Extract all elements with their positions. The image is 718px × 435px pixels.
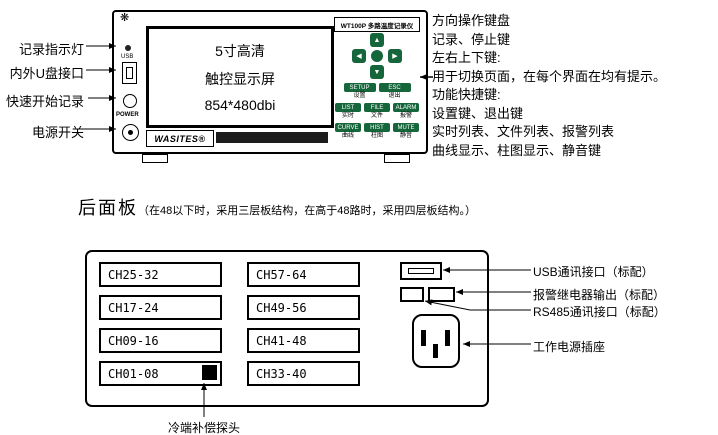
relay-output-port xyxy=(428,287,455,302)
curve-key-sub: 曲线 xyxy=(341,133,354,139)
usb-comm-port-slot xyxy=(408,268,434,274)
description-line-4: 用于切换页面，在每个界面在均有提示。 xyxy=(432,68,667,84)
socket-slot-right xyxy=(445,330,450,346)
channel-label: CH49-56 xyxy=(256,300,307,315)
device-front-panel: ❋ USB POWER 5寸高清 触控显示屏 854*480dbi WASITE… xyxy=(112,10,428,154)
label-cold-junction-probe: 冷端补偿探头 xyxy=(167,421,240,435)
setup-key-label: SETUP xyxy=(343,83,376,92)
channel-block-ch57-64: CH57-64 xyxy=(247,262,360,287)
touch-screen: 5寸高清 触控显示屏 854*480dbi xyxy=(146,26,334,128)
socket-slot-left xyxy=(421,330,426,346)
rear-panel-title: 后面板 xyxy=(78,198,138,218)
usb-port-label: USB xyxy=(121,54,134,60)
rear-panel-note: （在48以下时，采用三层板结构，在高于48路时，采用四层板结构。） xyxy=(138,205,476,217)
channel-block-ch17-24: CH17-24 xyxy=(99,295,222,320)
label-record-indicator: 记录指示灯 xyxy=(18,42,84,57)
setup-key: SETUP 设置 xyxy=(343,83,376,99)
rear-panel-heading: 后面板（在48以下时，采用三层板结构，在高于48路时，采用四层板结构。） xyxy=(78,194,476,220)
esc-key-label: ESC xyxy=(378,83,411,92)
arrow-pad: ▲ ◀ ▶ ▼ xyxy=(349,33,405,79)
channel-label: CH01-08 xyxy=(108,366,159,381)
mute-key: MUTE 静音 xyxy=(393,123,419,139)
description-line-3: 左右上下键: xyxy=(432,50,501,65)
brand-strip xyxy=(216,132,328,143)
brand-badge: WASITES® xyxy=(146,130,214,147)
power-socket xyxy=(412,314,460,368)
label-rs485: RS485通讯接口（标配） xyxy=(533,305,666,319)
power-label: POWER xyxy=(116,112,139,118)
bar-key-label: HIST xyxy=(364,123,390,132)
rs485-port xyxy=(400,287,424,302)
channel-block-ch01-08: CH01-08 xyxy=(99,361,222,386)
socket-slot-center xyxy=(433,344,438,358)
usb-port xyxy=(122,62,137,84)
up-arrow-key: ▲ xyxy=(370,33,384,47)
screen-line-2: 触控显示屏 xyxy=(205,71,275,87)
file-key: FILE 文件 xyxy=(364,103,390,119)
screen-line-3: 854*480dbi xyxy=(204,97,276,113)
list-key-sub: 实时 xyxy=(341,113,354,119)
label-power-switch: 电源开关 xyxy=(31,125,84,140)
curve-key-label: CURVE xyxy=(335,123,361,132)
channel-label: CH25-32 xyxy=(108,267,159,282)
brand-logo-icon: ❋ xyxy=(120,12,130,24)
mute-key-sub: 静音 xyxy=(399,133,412,139)
channel-label: CH17-24 xyxy=(108,300,159,315)
model-label: WT100P 多路温度记录仪 xyxy=(334,17,420,32)
channel-block-ch41-48: CH41-48 xyxy=(247,328,360,353)
channel-label: CH09-16 xyxy=(108,333,159,348)
record-indicator-led xyxy=(125,45,131,51)
file-key-label: FILE xyxy=(364,103,390,112)
channel-block-ch25-32: CH25-32 xyxy=(99,262,222,287)
curve-key: CURVE 曲线 xyxy=(335,123,361,139)
alarm-key: ALARM 报警 xyxy=(393,103,419,119)
description-line-1: 方向操作键盘 xyxy=(432,13,511,28)
setup-key-sub: 设置 xyxy=(353,93,366,99)
down-arrow-key: ▼ xyxy=(370,65,384,79)
label-usb-comm: USB通讯接口（标配） xyxy=(533,265,654,279)
device-foot-right xyxy=(384,154,410,163)
description-line-6: 设置键、退出键 xyxy=(432,105,524,121)
bar-key-sub: 柱图 xyxy=(370,133,383,139)
description-line-2: 记录、停止键 xyxy=(432,31,511,47)
list-key-label: LIST xyxy=(335,103,361,112)
quick-record-button xyxy=(123,94,137,108)
label-usb-interface: 内外U盘接口 xyxy=(9,66,84,81)
esc-key: ESC 退出 xyxy=(378,83,411,99)
usb-port-slot xyxy=(125,67,133,79)
power-switch xyxy=(122,124,139,141)
description-line-8: 曲线显示、柱图显示、静音键 xyxy=(432,142,602,158)
channel-label: CH33-40 xyxy=(256,366,307,381)
right-arrow-key: ▶ xyxy=(388,49,402,63)
file-key-sub: 文件 xyxy=(370,113,383,119)
keypad-panel: WT100P 多路温度记录仪 ▲ ◀ ▶ ▼ SETUP 设置 ESC 退出 xyxy=(334,17,420,145)
channel-block-ch09-16: CH09-16 xyxy=(99,328,222,353)
label-relay-output: 报警继电器输出（标配） xyxy=(533,288,666,302)
enter-key xyxy=(371,50,383,62)
description-line-7: 实时列表、文件列表、报警列表 xyxy=(432,124,615,139)
esc-key-sub: 退出 xyxy=(388,93,401,99)
front-panel-description: 方向操作键盘 记录、停止键 左右上下键: 用于切换页面，在每个界面在均有提示。 … xyxy=(432,12,718,160)
description-line-5: 功能快捷键: xyxy=(432,87,501,102)
left-arrow-key: ◀ xyxy=(352,49,366,63)
usb-comm-port xyxy=(400,262,442,280)
alarm-key-label: ALARM xyxy=(393,103,419,112)
device-foot-left xyxy=(142,154,168,163)
channel-label: CH57-64 xyxy=(256,267,307,282)
screen-line-1: 5寸高清 xyxy=(215,43,265,59)
list-key: LIST 实时 xyxy=(335,103,361,119)
channel-label: CH41-48 xyxy=(256,333,307,348)
bar-key: HIST 柱图 xyxy=(364,123,390,139)
channel-block-ch49-56: CH49-56 xyxy=(247,295,360,320)
cold-junction-probe xyxy=(202,365,217,380)
channel-block-ch33-40: CH33-40 xyxy=(247,361,360,386)
label-power-socket: 工作电源插座 xyxy=(533,340,606,354)
alarm-key-sub: 报警 xyxy=(399,113,412,119)
label-quick-record: 快速开始记录 xyxy=(5,94,84,109)
mute-key-label: MUTE xyxy=(393,123,419,132)
